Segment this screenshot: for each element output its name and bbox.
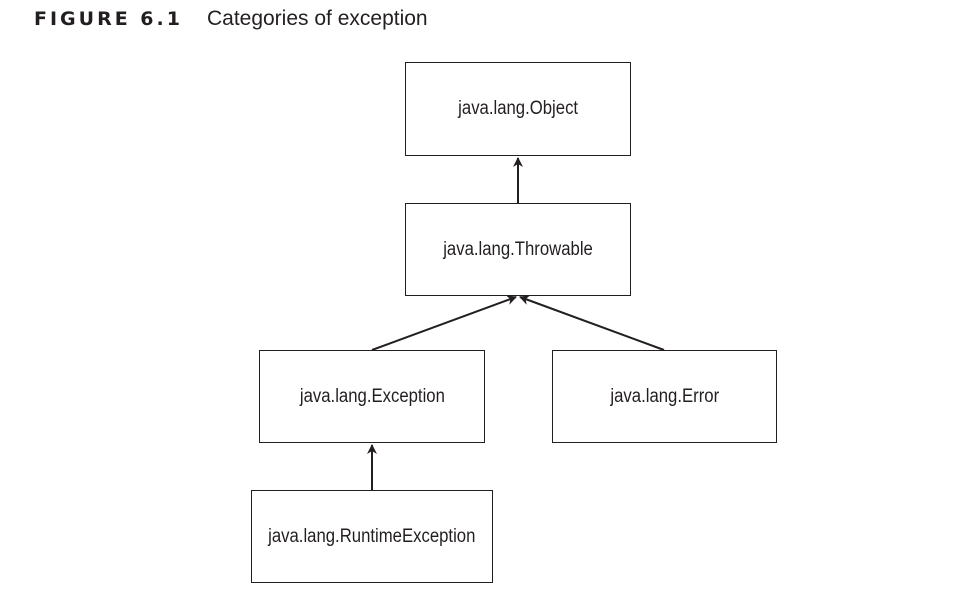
node-label-error: java.lang.Error — [610, 385, 719, 407]
node-label-runtime-exception: java.lang.RuntimeException — [268, 525, 476, 547]
node-java-lang-throwable: java.lang.Throwable — [405, 203, 631, 296]
arrow-exception-to-throwable — [371, 295, 517, 351]
node-java-lang-runtime-exception: java.lang.RuntimeException — [251, 490, 493, 583]
figure-title: Categories of exception — [206, 7, 428, 30]
node-java-lang-exception: java.lang.Exception — [259, 350, 485, 443]
figure-caption: FIGURE 6.1 Categories of exception — [34, 6, 428, 32]
node-label-object: java.lang.Object — [458, 98, 578, 119]
node-label-exception: java.lang.Exception — [299, 385, 445, 407]
node-java-lang-error: java.lang.Error — [552, 350, 777, 443]
node-java-lang-object: java.lang.Object — [405, 62, 631, 156]
node-label-throwable: java.lang.Throwable — [443, 238, 593, 260]
arrow-error-to-throwable — [519, 295, 665, 351]
figure-label: FIGURE 6.1 — [34, 8, 183, 30]
